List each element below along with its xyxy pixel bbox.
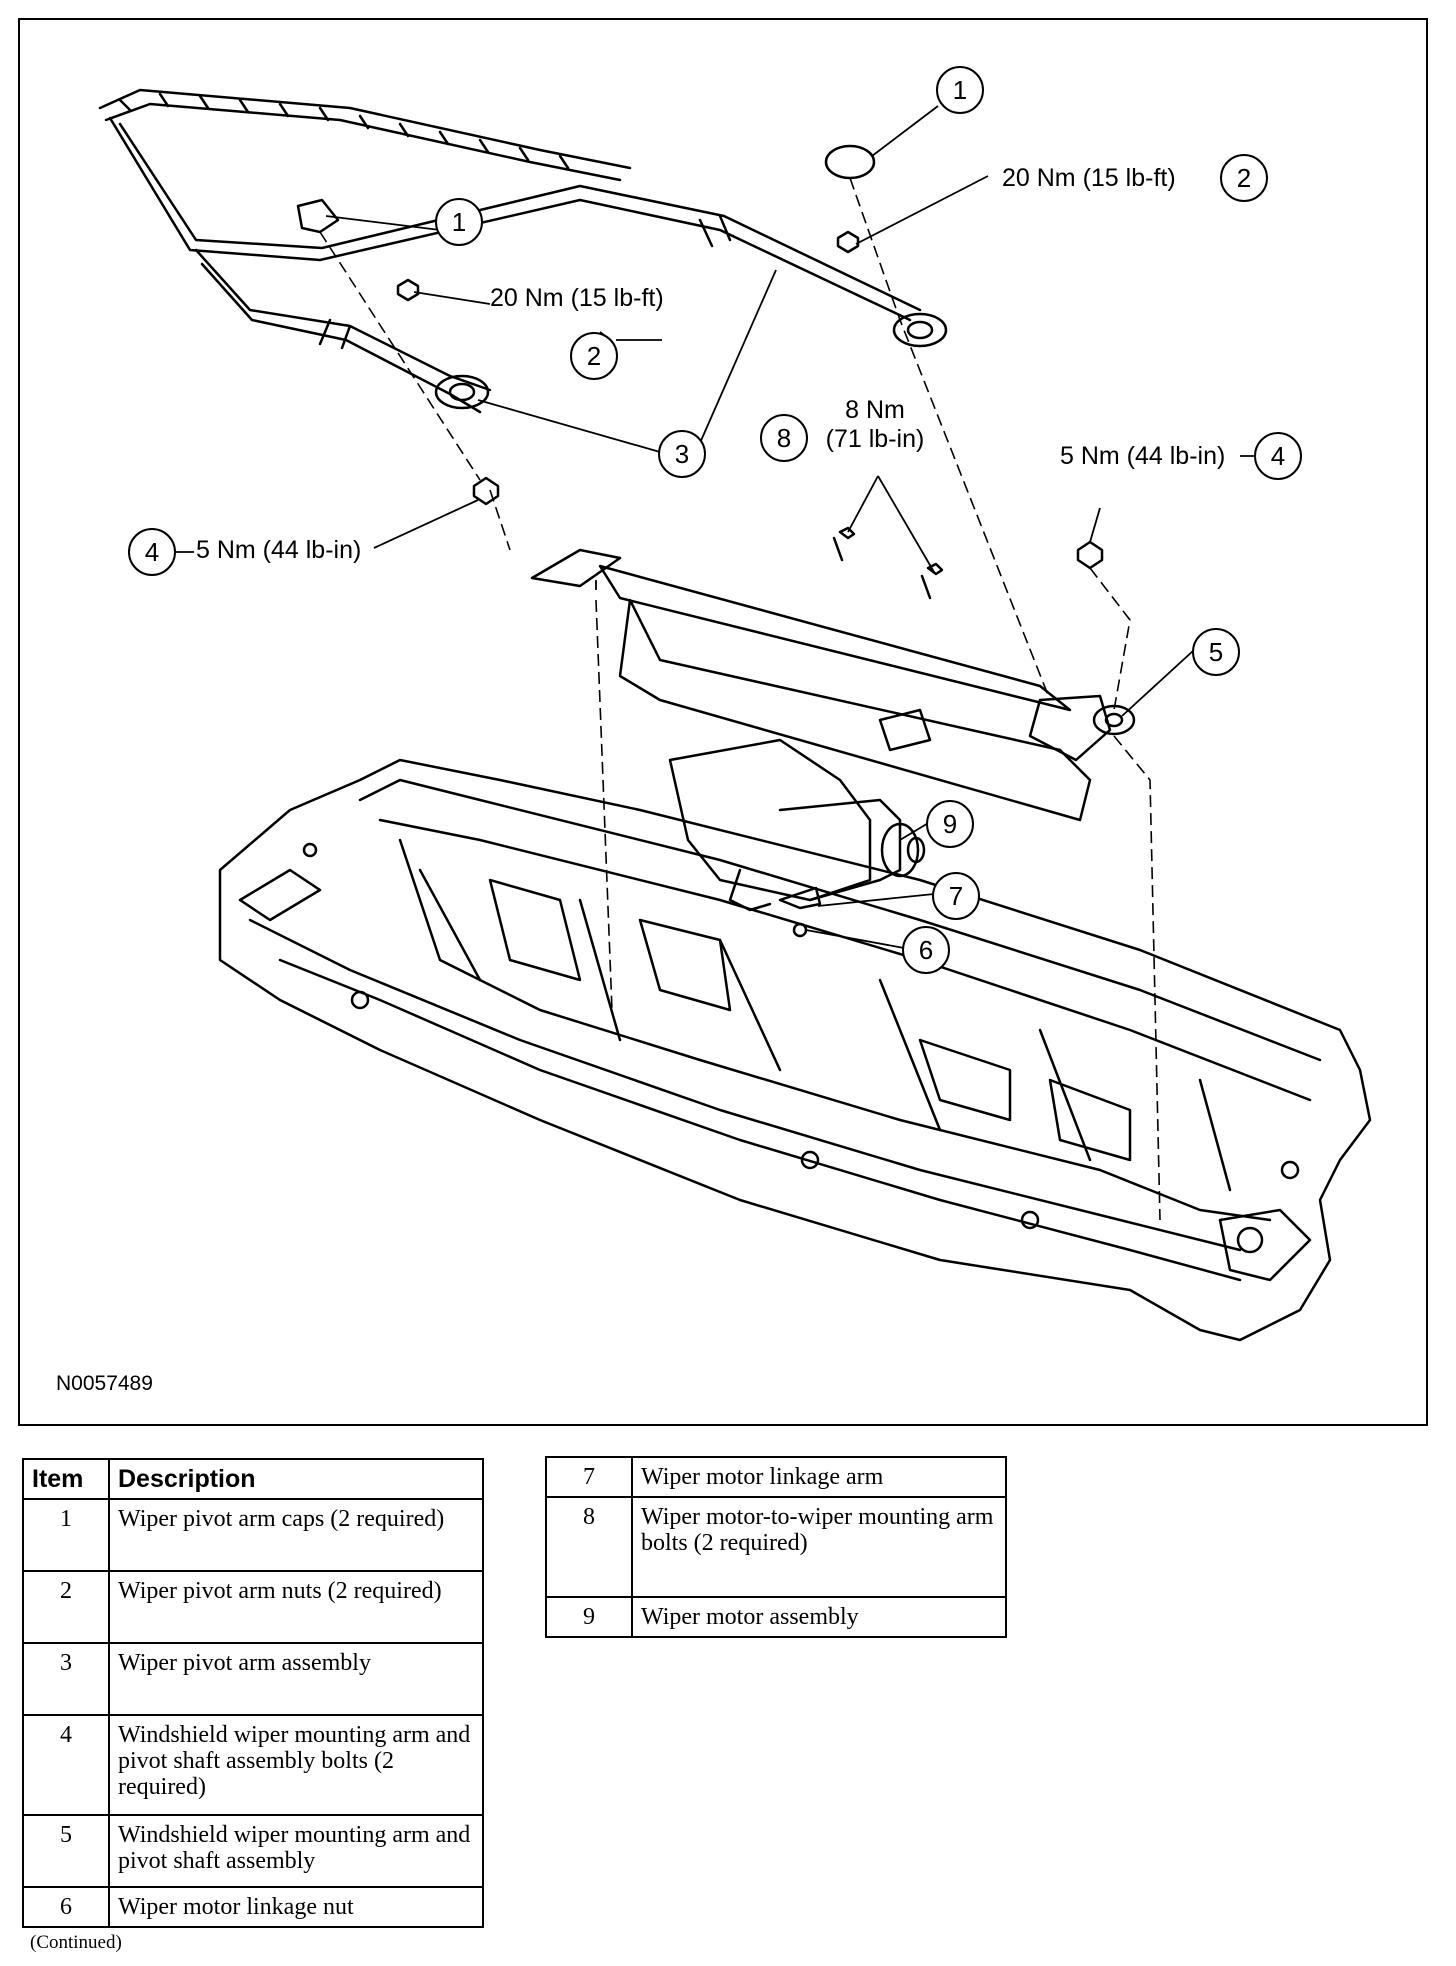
- legend-item-number: 8: [545, 1496, 633, 1598]
- torque-8nm-line2: (71 lb-in): [825, 425, 925, 453]
- torque-label-8nm: 8 Nm (71 lb-in): [820, 396, 930, 454]
- legend-table-right: 7 Wiper motor linkage arm 8 Wiper motor-…: [545, 1456, 1007, 1638]
- legend-item-description: Wiper motor-to-wiper mounting arm bolts …: [631, 1496, 1007, 1598]
- continued-note: (Continued): [30, 1932, 122, 1953]
- leader-lines: [176, 105, 1258, 949]
- legend-item-description: Wiper motor linkage arm: [631, 1456, 1007, 1498]
- torque-8nm-line1: 8 Nm: [845, 396, 905, 424]
- legend-row: 4 Windshield wiper mounting arm and pivo…: [22, 1714, 484, 1816]
- left-wiper-blade: [98, 88, 632, 182]
- callout-7: 7: [932, 872, 980, 920]
- legend-item-number: 1: [22, 1498, 110, 1572]
- torque-label-20nm-right: 20 Nm (15 lb-ft): [1002, 164, 1176, 192]
- torque-label-20nm-left: 20 Nm (15 lb-ft): [490, 284, 664, 312]
- callout-8: 8: [760, 414, 808, 462]
- legend-item-description: Wiper pivot arm assembly: [108, 1642, 484, 1716]
- legend-row: 7 Wiper motor linkage arm: [545, 1456, 1007, 1498]
- legend-row: 8 Wiper motor-to-wiper mounting arm bolt…: [545, 1496, 1007, 1598]
- exploded-diagram: 1 1 2 2 3 4 4 5 6 7 8 9 20 Nm (15 lb-ft)…: [18, 18, 1428, 1426]
- callout-3: 3: [658, 430, 706, 478]
- legend-row: 9 Wiper motor assembly: [545, 1596, 1007, 1638]
- legend-item-number: 7: [545, 1456, 633, 1498]
- legend-item-number: 5: [22, 1814, 110, 1888]
- callout-2a: 2: [570, 332, 618, 380]
- callout-4a: 4: [128, 528, 176, 576]
- figure-id: N0057489: [56, 1372, 153, 1395]
- legend-item-number: 9: [545, 1596, 633, 1638]
- legend-item-number: 4: [22, 1714, 110, 1816]
- legend-item-description: Wiper pivot arm nuts (2 required): [108, 1570, 484, 1644]
- legend-row: 6 Wiper motor linkage nut: [22, 1886, 484, 1928]
- assembly-lines: [319, 177, 1161, 1221]
- legend-item-description: Windshield wiper mounting arm and pivot …: [108, 1814, 484, 1888]
- callout-2b: 2: [1220, 154, 1268, 202]
- legend-item-number: 3: [22, 1642, 110, 1716]
- torque-label-5nm-left: 5 Nm (44 lb-in): [196, 536, 362, 564]
- legend-item-description: Windshield wiper mounting arm and pivot …: [108, 1714, 484, 1816]
- legend-header: Item Description: [22, 1458, 484, 1500]
- legend-item-description: Wiper pivot arm caps (2 required): [108, 1498, 484, 1572]
- legend-row: 5 Windshield wiper mounting arm and pivo…: [22, 1814, 484, 1888]
- left-cap: [296, 198, 340, 234]
- legend-item-number: 2: [22, 1570, 110, 1644]
- legend-table-left: Item Description 1 Wiper pivot arm caps …: [22, 1458, 484, 1928]
- callout-9: 9: [926, 800, 974, 848]
- legend-row: 2 Wiper pivot arm nuts (2 required): [22, 1570, 484, 1644]
- legend-row: 3 Wiper pivot arm assembly: [22, 1642, 484, 1716]
- left-wiper-arm: [194, 248, 492, 414]
- right-cap: [824, 144, 876, 180]
- cowl-panel: [218, 758, 1372, 1342]
- torque-label-5nm-right: 5 Nm (44 lb-in): [1060, 442, 1226, 470]
- callout-5: 5: [1192, 628, 1240, 676]
- legend-item-description: Wiper motor assembly: [631, 1596, 1007, 1638]
- callout-1b: 1: [936, 66, 984, 114]
- item-header: Item: [22, 1458, 110, 1500]
- description-header: Description: [108, 1458, 484, 1500]
- callout-4b: 4: [1254, 432, 1302, 480]
- wiper-motor: [668, 738, 926, 938]
- callout-1a: 1: [435, 198, 483, 246]
- legend-row: 1 Wiper pivot arm caps (2 required): [22, 1498, 484, 1572]
- callout-6: 6: [902, 926, 950, 974]
- wiper-system-illustration: [98, 88, 1372, 1342]
- legend-item-number: 6: [22, 1886, 110, 1928]
- legend-item-description: Wiper motor linkage nut: [108, 1886, 484, 1928]
